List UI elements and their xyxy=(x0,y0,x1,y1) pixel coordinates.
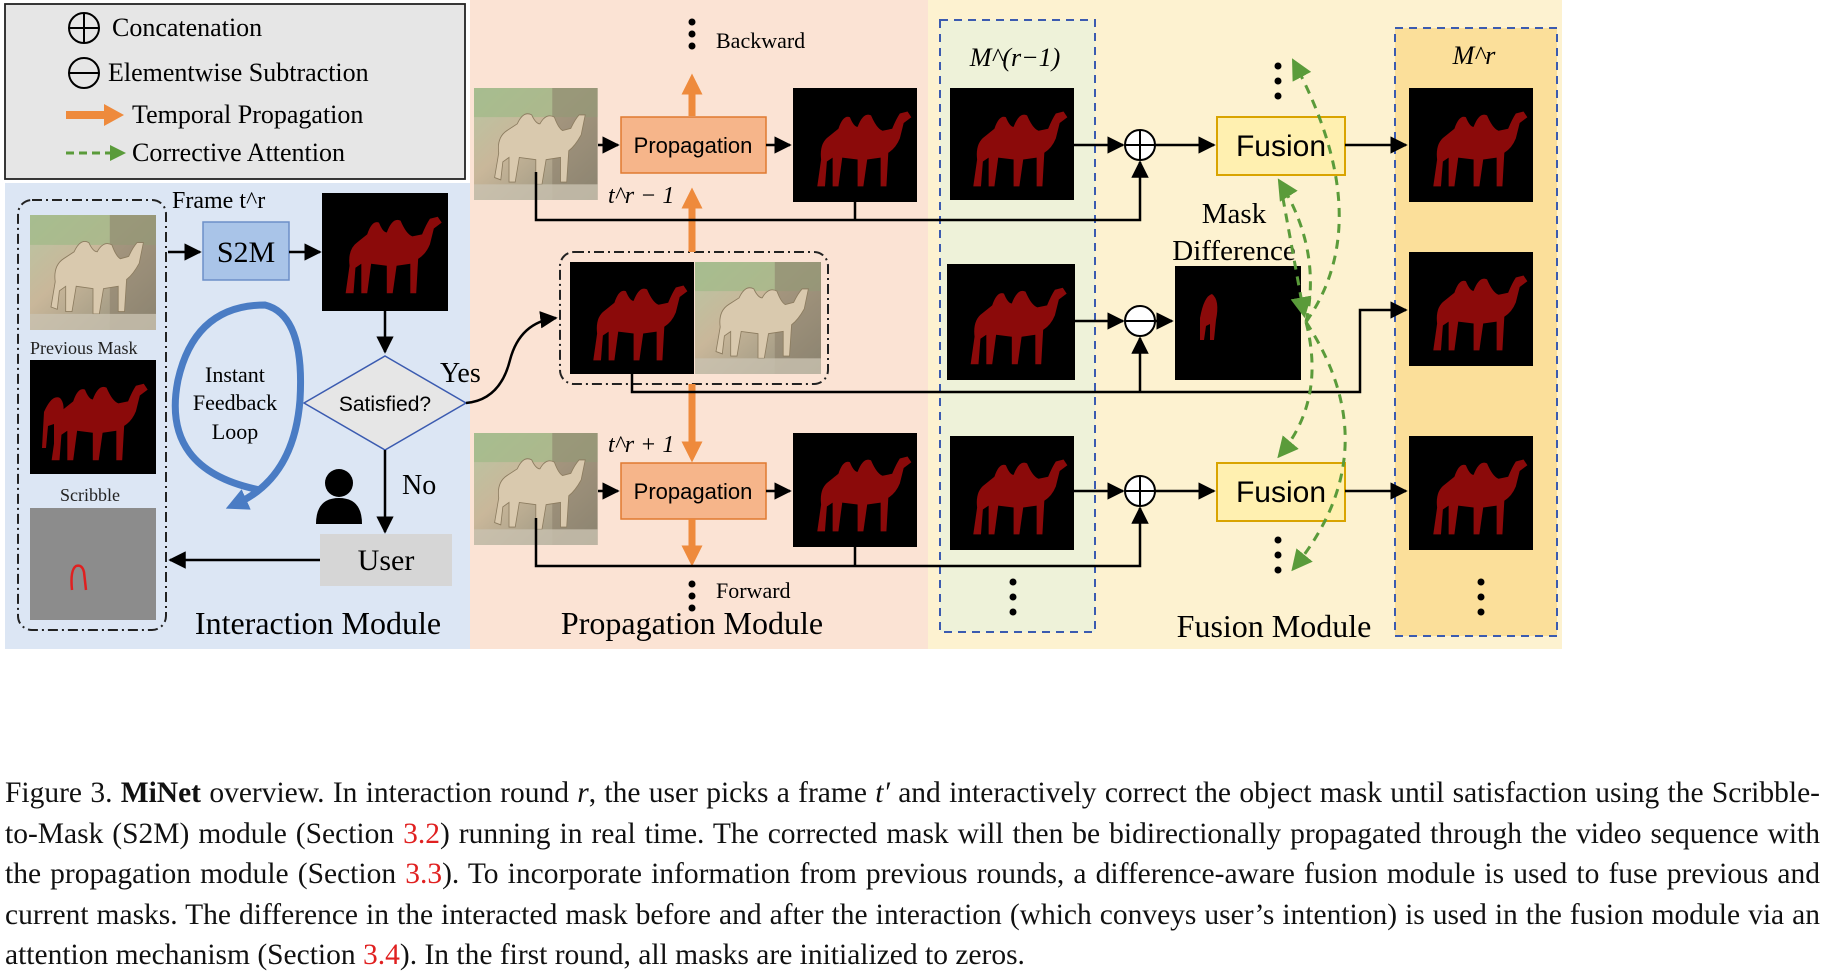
subtract-icon xyxy=(68,57,100,89)
loop-label-1: Instant xyxy=(205,362,265,387)
fusion-bottom-label: Fusion xyxy=(1236,476,1326,509)
legend-corrective-label: Corrective Attention xyxy=(132,138,345,167)
forward-dots xyxy=(688,580,696,612)
corrective-attention-arrows xyxy=(1277,58,1347,572)
caption-ref-2[interactable]: 3.3 xyxy=(405,858,443,890)
propagation-top-label: Propagation xyxy=(634,133,753,158)
mask-diff-label-1: Mask xyxy=(1202,198,1267,230)
input-stack-box xyxy=(17,199,167,631)
fusion-top-label: Fusion xyxy=(1236,130,1326,163)
frame-image xyxy=(29,214,157,331)
s2m-label: S2M xyxy=(217,236,275,269)
caption-text-5: ). To incorporate information from previ… xyxy=(5,858,1820,971)
t-minus-label: t^r − 1 xyxy=(608,183,674,209)
caption-ref-3[interactable]: 3.4 xyxy=(363,939,400,971)
user-frame-image xyxy=(694,261,822,375)
concat-node-top xyxy=(1124,129,1156,161)
caption-var-t: t′ xyxy=(875,777,890,809)
scribble-label: Scribble xyxy=(60,485,120,505)
caption-text-1: overview. In interaction round xyxy=(201,777,578,809)
caption-name: MiNet xyxy=(120,777,202,809)
scribble-stroke xyxy=(70,564,88,591)
s2m-box xyxy=(202,221,290,281)
satisfied-label: Satisfied? xyxy=(339,393,431,416)
fusion-bottom-dots xyxy=(1274,536,1282,574)
fusion-box-top xyxy=(1216,116,1346,176)
frame-label: Frame t^r xyxy=(172,188,265,214)
green-dashed-arrow-icon xyxy=(66,145,126,161)
fusion-top-dots xyxy=(1274,62,1282,100)
mask-diff-label-2: Difference xyxy=(1172,235,1295,267)
legend-subtract-label: Elementwise Subtraction xyxy=(108,58,369,87)
caption-text-3: and interactively correct the object mas… xyxy=(5,777,1820,850)
caption-var-r: r xyxy=(577,777,589,809)
propagation-module-title: Propagation Module xyxy=(561,605,823,641)
mask-difference-image xyxy=(1175,266,1301,380)
fusion-module-title: Fusion Module xyxy=(1177,608,1372,644)
interaction-module-title: Interaction Module xyxy=(195,605,441,641)
user-box xyxy=(320,534,452,586)
orange-arrow-icon xyxy=(66,104,124,126)
user-label: User xyxy=(358,544,415,577)
legend: Concatenation Elementwise Subtraction Te… xyxy=(4,3,466,180)
caption-label: Figure 3. xyxy=(5,777,113,809)
backward-dots xyxy=(688,18,696,50)
no-label: No xyxy=(402,470,436,501)
minet-diagram: Concatenation Elementwise Subtraction Te… xyxy=(4,0,1562,649)
legend-temporal-label: Temporal Propagation xyxy=(132,100,363,129)
scribble-image xyxy=(30,508,156,620)
prev-column-dots xyxy=(1009,578,1017,616)
loop-label-2: Feedback xyxy=(193,390,277,415)
caption-text-6: ). In the first round, all masks are ini… xyxy=(399,939,1025,971)
forward-label: Forward xyxy=(716,578,791,603)
propagation-box-top xyxy=(620,116,767,174)
concat-node-bottom xyxy=(1124,475,1156,507)
m-prev-label: M^(r−1) xyxy=(969,43,1061,72)
caption-ref-1[interactable]: 3.2 xyxy=(403,817,440,850)
t-plus-label: t^r + 1 xyxy=(608,432,674,458)
fusion-box-bottom xyxy=(1216,462,1346,522)
feedback-loop-arrow xyxy=(171,301,305,510)
propagation-box-bottom xyxy=(620,462,767,520)
backward-label: Backward xyxy=(716,28,805,53)
user-icon xyxy=(316,469,362,524)
yes-arrow xyxy=(465,311,558,405)
propagation-bottom-label: Propagation xyxy=(634,479,753,504)
loop-label-3: Loop xyxy=(212,419,258,444)
subtract-node xyxy=(1124,305,1156,337)
legend-concat-label: Concatenation xyxy=(112,13,262,42)
figure-caption: Figure 3. MiNet overview. In interaction… xyxy=(5,773,1820,976)
yes-label: Yes xyxy=(440,358,481,389)
caption-text-4: ) running in real time. The corrected ma… xyxy=(5,817,1820,891)
cur-column-dots xyxy=(1477,578,1485,616)
concat-icon xyxy=(68,12,100,44)
m-cur-label: M^r xyxy=(1452,41,1497,70)
caption-text-2: , the user picks a frame xyxy=(588,777,876,809)
prev-mask-label: Previous Mask xyxy=(30,338,138,358)
